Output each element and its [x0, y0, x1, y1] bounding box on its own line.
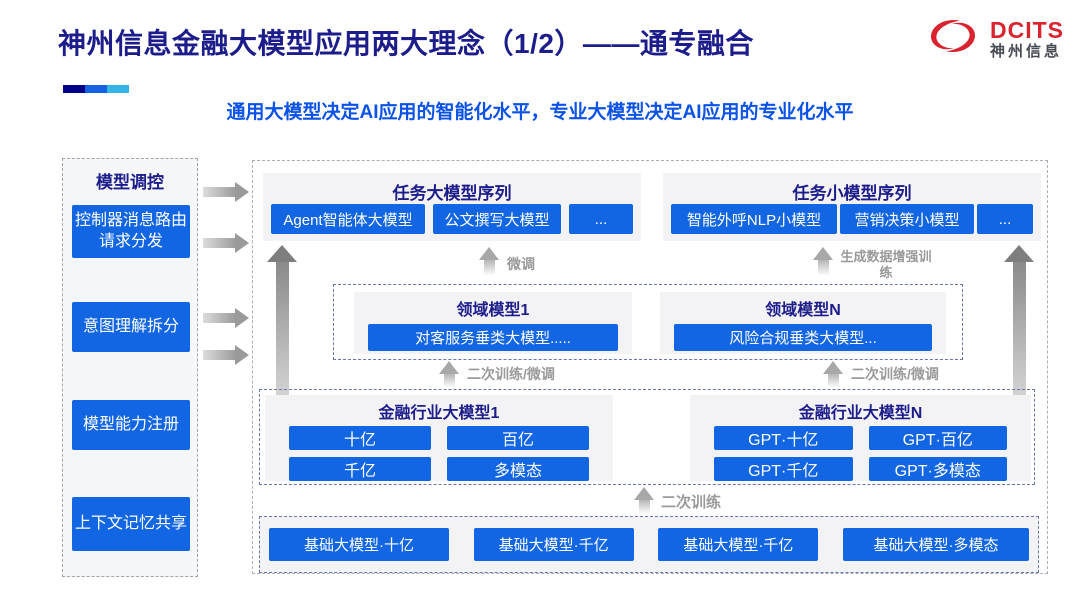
accent-bar — [63, 85, 129, 93]
base-model-item: 基础大模型·十亿 — [269, 528, 449, 561]
industry-model-n-item: GPT·千亿 — [714, 457, 853, 481]
retrain-finetune-label: 二次训练/微调 — [851, 366, 939, 382]
task-small-item-more: ... — [977, 204, 1033, 234]
slide-subtitle: 通用大模型决定AI应用的智能化水平，专业大模型决定AI应用的专业化水平 — [226, 102, 854, 123]
industry-model-1-panel: 金融行业大模型1 十亿 百亿 千亿 多模态 — [265, 395, 613, 481]
panel-title: 任务小模型序列 — [792, 184, 912, 203]
base-models-group: 基础大模型·十亿 基础大模型·千亿 基础大模型·千亿 基础大模型·多模态 — [259, 516, 1039, 573]
domain-model-1-panel: 领域模型1 对客服务垂类大模型..... — [354, 292, 632, 354]
diagram-area: 任务大模型序列 Agent智能体大模型 公文撰写大模型 ... 任务小模型序列 … — [252, 160, 1048, 574]
retrain-finetune-label: 二次训练/微调 — [467, 366, 555, 382]
domain-model-n-panel: 领域模型N 风险合规垂类大模型... — [660, 292, 946, 354]
logo-brand-cn-text: 神州信息 — [990, 43, 1063, 61]
task-large-model-panel: 任务大模型序列 Agent智能体大模型 公文撰写大模型 ... — [263, 173, 641, 241]
industry-model-1-item: 百亿 — [447, 426, 589, 450]
right-arrow-icon — [203, 345, 249, 365]
industry-model-1-item: 多模态 — [447, 457, 589, 481]
up-arrow-icon — [634, 487, 654, 513]
sidebar-item-intent: 意图理解拆分 — [72, 302, 190, 352]
industry-model-n-item: GPT·十亿 — [714, 426, 853, 450]
task-small-item: 智能外呼NLP小模型 — [671, 204, 837, 234]
accent-segment — [85, 85, 107, 93]
right-arrow-icon — [203, 233, 249, 253]
up-arrow-icon — [439, 361, 459, 387]
industry-model-1-item: 千亿 — [289, 457, 431, 481]
panel-title: 金融行业大模型1 — [378, 405, 500, 422]
accent-segment — [107, 85, 129, 93]
task-large-item-more: ... — [569, 204, 633, 234]
dcits-logo: DCITS 神州信息 — [924, 16, 1064, 61]
panel-title: 领域模型1 — [456, 302, 530, 319]
up-arrow-icon — [823, 361, 843, 387]
base-model-item: 基础大模型·多模态 — [842, 528, 1029, 561]
base-model-item: 基础大模型·千亿 — [658, 528, 819, 561]
sidebar-item-router: 控制器消息路由请求分发 — [72, 205, 190, 258]
model-control-sidebar: 模型调控 控制器消息路由请求分发 意图理解拆分 模型能力注册 上下文记忆共享 — [62, 158, 198, 577]
industry-models-group: 金融行业大模型1 十亿 百亿 千亿 多模态 金融行业大模型N GPT·十亿 GP… — [259, 389, 1035, 485]
accent-segment — [63, 85, 85, 93]
industry-model-n-item: GPT·百亿 — [868, 426, 1007, 450]
gen-train-label: 生成数据增强训练 — [840, 249, 932, 281]
domain-model-1-item: 对客服务垂类大模型..... — [368, 324, 618, 351]
up-arrow-icon — [479, 247, 499, 275]
finetune-label: 微调 — [507, 256, 535, 272]
logo-brand-text: DCITS — [990, 16, 1064, 43]
sidebar-title: 模型调控 — [96, 173, 164, 192]
task-small-model-panel: 任务小模型序列 智能外呼NLP小模型 营销决策小模型 ... — [663, 173, 1041, 241]
panel-title: 领域模型N — [765, 302, 841, 319]
page-title: 神州信息金融大模型应用两大理念（1/2）——通专融合 — [58, 28, 754, 59]
base-model-item: 基础大模型·千亿 — [473, 528, 634, 561]
industry-model-1-item: 十亿 — [289, 426, 431, 450]
task-large-item: 公文撰写大模型 — [433, 204, 561, 234]
up-arrow-icon — [813, 247, 833, 275]
domain-models-group: 领域模型1 对客服务垂类大模型..... 领域模型N 风险合规垂类大模型... — [333, 284, 963, 360]
task-small-item: 营销决策小模型 — [840, 204, 974, 234]
retrain-label: 二次训练 — [661, 494, 722, 511]
right-arrow-icon — [203, 182, 249, 202]
industry-model-n-panel: 金融行业大模型N GPT·十亿 GPT·百亿 GPT·千亿 GPT·多模态 — [690, 395, 1031, 481]
sidebar-item-context: 上下文记忆共享 — [72, 497, 190, 551]
task-large-item: Agent智能体大模型 — [271, 204, 425, 234]
domain-model-n-item: 风险合规垂类大模型... — [674, 324, 932, 351]
panel-title: 任务大模型序列 — [392, 184, 512, 203]
industry-model-n-item: GPT·多模态 — [868, 457, 1007, 481]
sidebar-item-register: 模型能力注册 — [72, 400, 190, 450]
panel-title: 金融行业大模型N — [798, 405, 923, 422]
right-arrow-icon — [203, 308, 249, 328]
dcits-swirl-icon — [924, 16, 982, 61]
